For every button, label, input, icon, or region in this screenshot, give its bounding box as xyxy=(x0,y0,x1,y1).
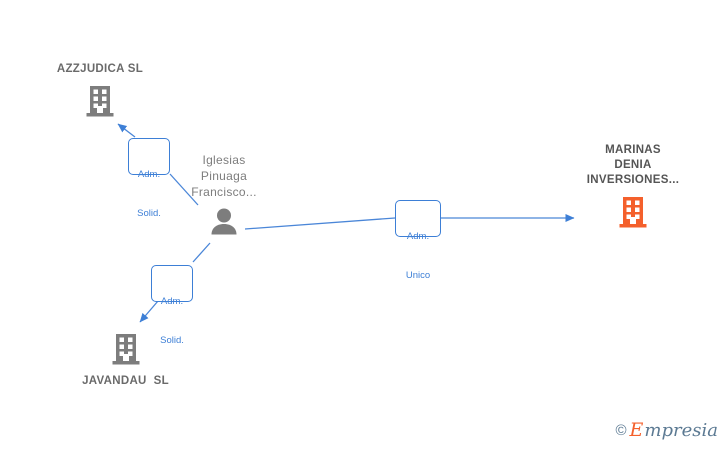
person-icon xyxy=(211,208,237,235)
relation-line-2: Solid. xyxy=(137,208,161,219)
relation-line-1: Adm. xyxy=(137,169,161,180)
watermark-brand-initial: E xyxy=(629,419,644,441)
relation-line-1: Adm. xyxy=(160,296,184,307)
relation-line-2: Solid. xyxy=(160,335,184,346)
watermark-brand-rest: mpresia xyxy=(644,420,718,441)
relation-badge-adm-unico-marinas[interactable]: Adm. Unico xyxy=(395,200,441,281)
node-iglesias-pinuaga-francisco[interactable]: Iglesias Pinuaga Francisco... xyxy=(160,152,288,237)
node-label-person-line-3: Francisco... xyxy=(191,185,257,199)
node-label-marinas-line-1: MARINAS xyxy=(605,144,661,156)
node-azzjudica[interactable]: AZZJUDICA SL xyxy=(20,62,180,118)
node-javandau[interactable]: JAVANDAU SL xyxy=(48,332,203,389)
node-label-marinas-line-2: DENIA xyxy=(614,159,652,171)
copyright-icon: © xyxy=(615,422,627,439)
node-label-person-line-1: Iglesias xyxy=(202,153,246,167)
node-label-marinas-line-3: INVERSIONES... xyxy=(586,174,680,186)
node-marinas-denia-inversiones[interactable]: MARINAS DENIA INVERSIONES... xyxy=(562,143,704,229)
building-icon xyxy=(86,86,114,117)
relation-line-1: Adm. xyxy=(406,231,430,242)
empresia-watermark: © E mpresia xyxy=(615,419,718,441)
relation-line-2: Unico xyxy=(405,270,431,281)
building-icon xyxy=(112,334,139,365)
node-label-azzjudica: AZZJUDICA SL xyxy=(56,63,144,75)
node-label-person-line-2: Pinuaga xyxy=(200,169,248,183)
relation-badge-adm-solid-javandau[interactable]: Adm. Solid. xyxy=(151,265,193,346)
node-label-javandau: JAVANDAU SL xyxy=(82,375,169,387)
relation-badge-adm-solid-azzjudica[interactable]: Adm. Solid. xyxy=(128,138,170,219)
building-icon xyxy=(619,197,647,228)
